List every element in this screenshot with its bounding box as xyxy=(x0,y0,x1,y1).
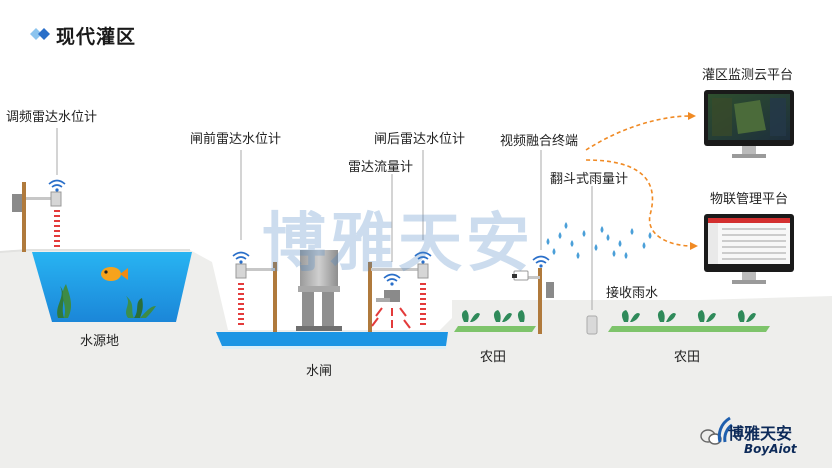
wifi-icon xyxy=(414,251,432,260)
arrow-to-cloud-platform xyxy=(585,115,691,151)
label-cloud-platform: 灌区监测云平台 xyxy=(702,68,794,83)
label-radar-gauge-before-gate: 闸前雷达水位计 xyxy=(190,132,282,147)
wifi-icon xyxy=(232,251,250,260)
monitor-cloud-platform xyxy=(704,90,794,158)
logo-sub: BoyAiot xyxy=(744,442,797,456)
fish-icon xyxy=(101,267,128,281)
farmland-plot-2 xyxy=(608,310,770,332)
radar-gauge-before-gate xyxy=(235,150,277,332)
canal-water xyxy=(216,332,448,346)
rain-gauge xyxy=(586,186,598,335)
rain-drops xyxy=(546,222,652,259)
label-farmland-1: 农田 xyxy=(480,350,507,365)
label-receive-rain: 接收雨水 xyxy=(606,286,659,301)
label-radar-gauge-after-gate: 闸后雷达水位计 xyxy=(374,132,466,147)
radar-gauge-after-gate xyxy=(368,150,429,332)
ground-terrain xyxy=(0,250,832,468)
label-radar-flow-meter: 雷达流量计 xyxy=(348,160,414,175)
reservoir-water xyxy=(32,252,192,322)
watermark: 博雅天安 xyxy=(262,207,534,281)
label-rain-gauge: 翻斗式雨量计 xyxy=(550,172,629,187)
radar-gauge-regulating xyxy=(12,128,62,252)
label-farmland-2: 农田 xyxy=(674,350,701,365)
wifi-icon xyxy=(532,255,550,264)
wifi-icon xyxy=(48,179,66,188)
logo-signal-icon xyxy=(717,416,733,443)
label-reservoir: 水源地 xyxy=(80,334,120,349)
label-iot-platform: 物联管理平台 xyxy=(710,192,789,207)
title-diamond-icon xyxy=(30,26,52,42)
seaweed-icon xyxy=(57,284,156,318)
ground-top-edge xyxy=(0,249,190,253)
wifi-icon xyxy=(383,273,401,282)
page-title: 现代灌区 xyxy=(56,26,137,48)
radar-flow-meter xyxy=(371,174,411,329)
label-radar-gauge-regulating: 调频雷达水位计 xyxy=(6,110,98,125)
label-sluice-gate: 水闸 xyxy=(306,364,333,379)
sluice-gate xyxy=(296,250,342,331)
logo-name: 博雅天安 xyxy=(728,424,793,443)
farmland-plot-1 xyxy=(454,310,536,332)
label-video-terminal: 视频融合终端 xyxy=(500,134,579,149)
arrow-to-iot-platform xyxy=(585,159,693,247)
monitor-iot-platform xyxy=(704,214,794,284)
wechat-icon xyxy=(700,428,722,446)
video-fusion-terminal xyxy=(512,150,554,334)
